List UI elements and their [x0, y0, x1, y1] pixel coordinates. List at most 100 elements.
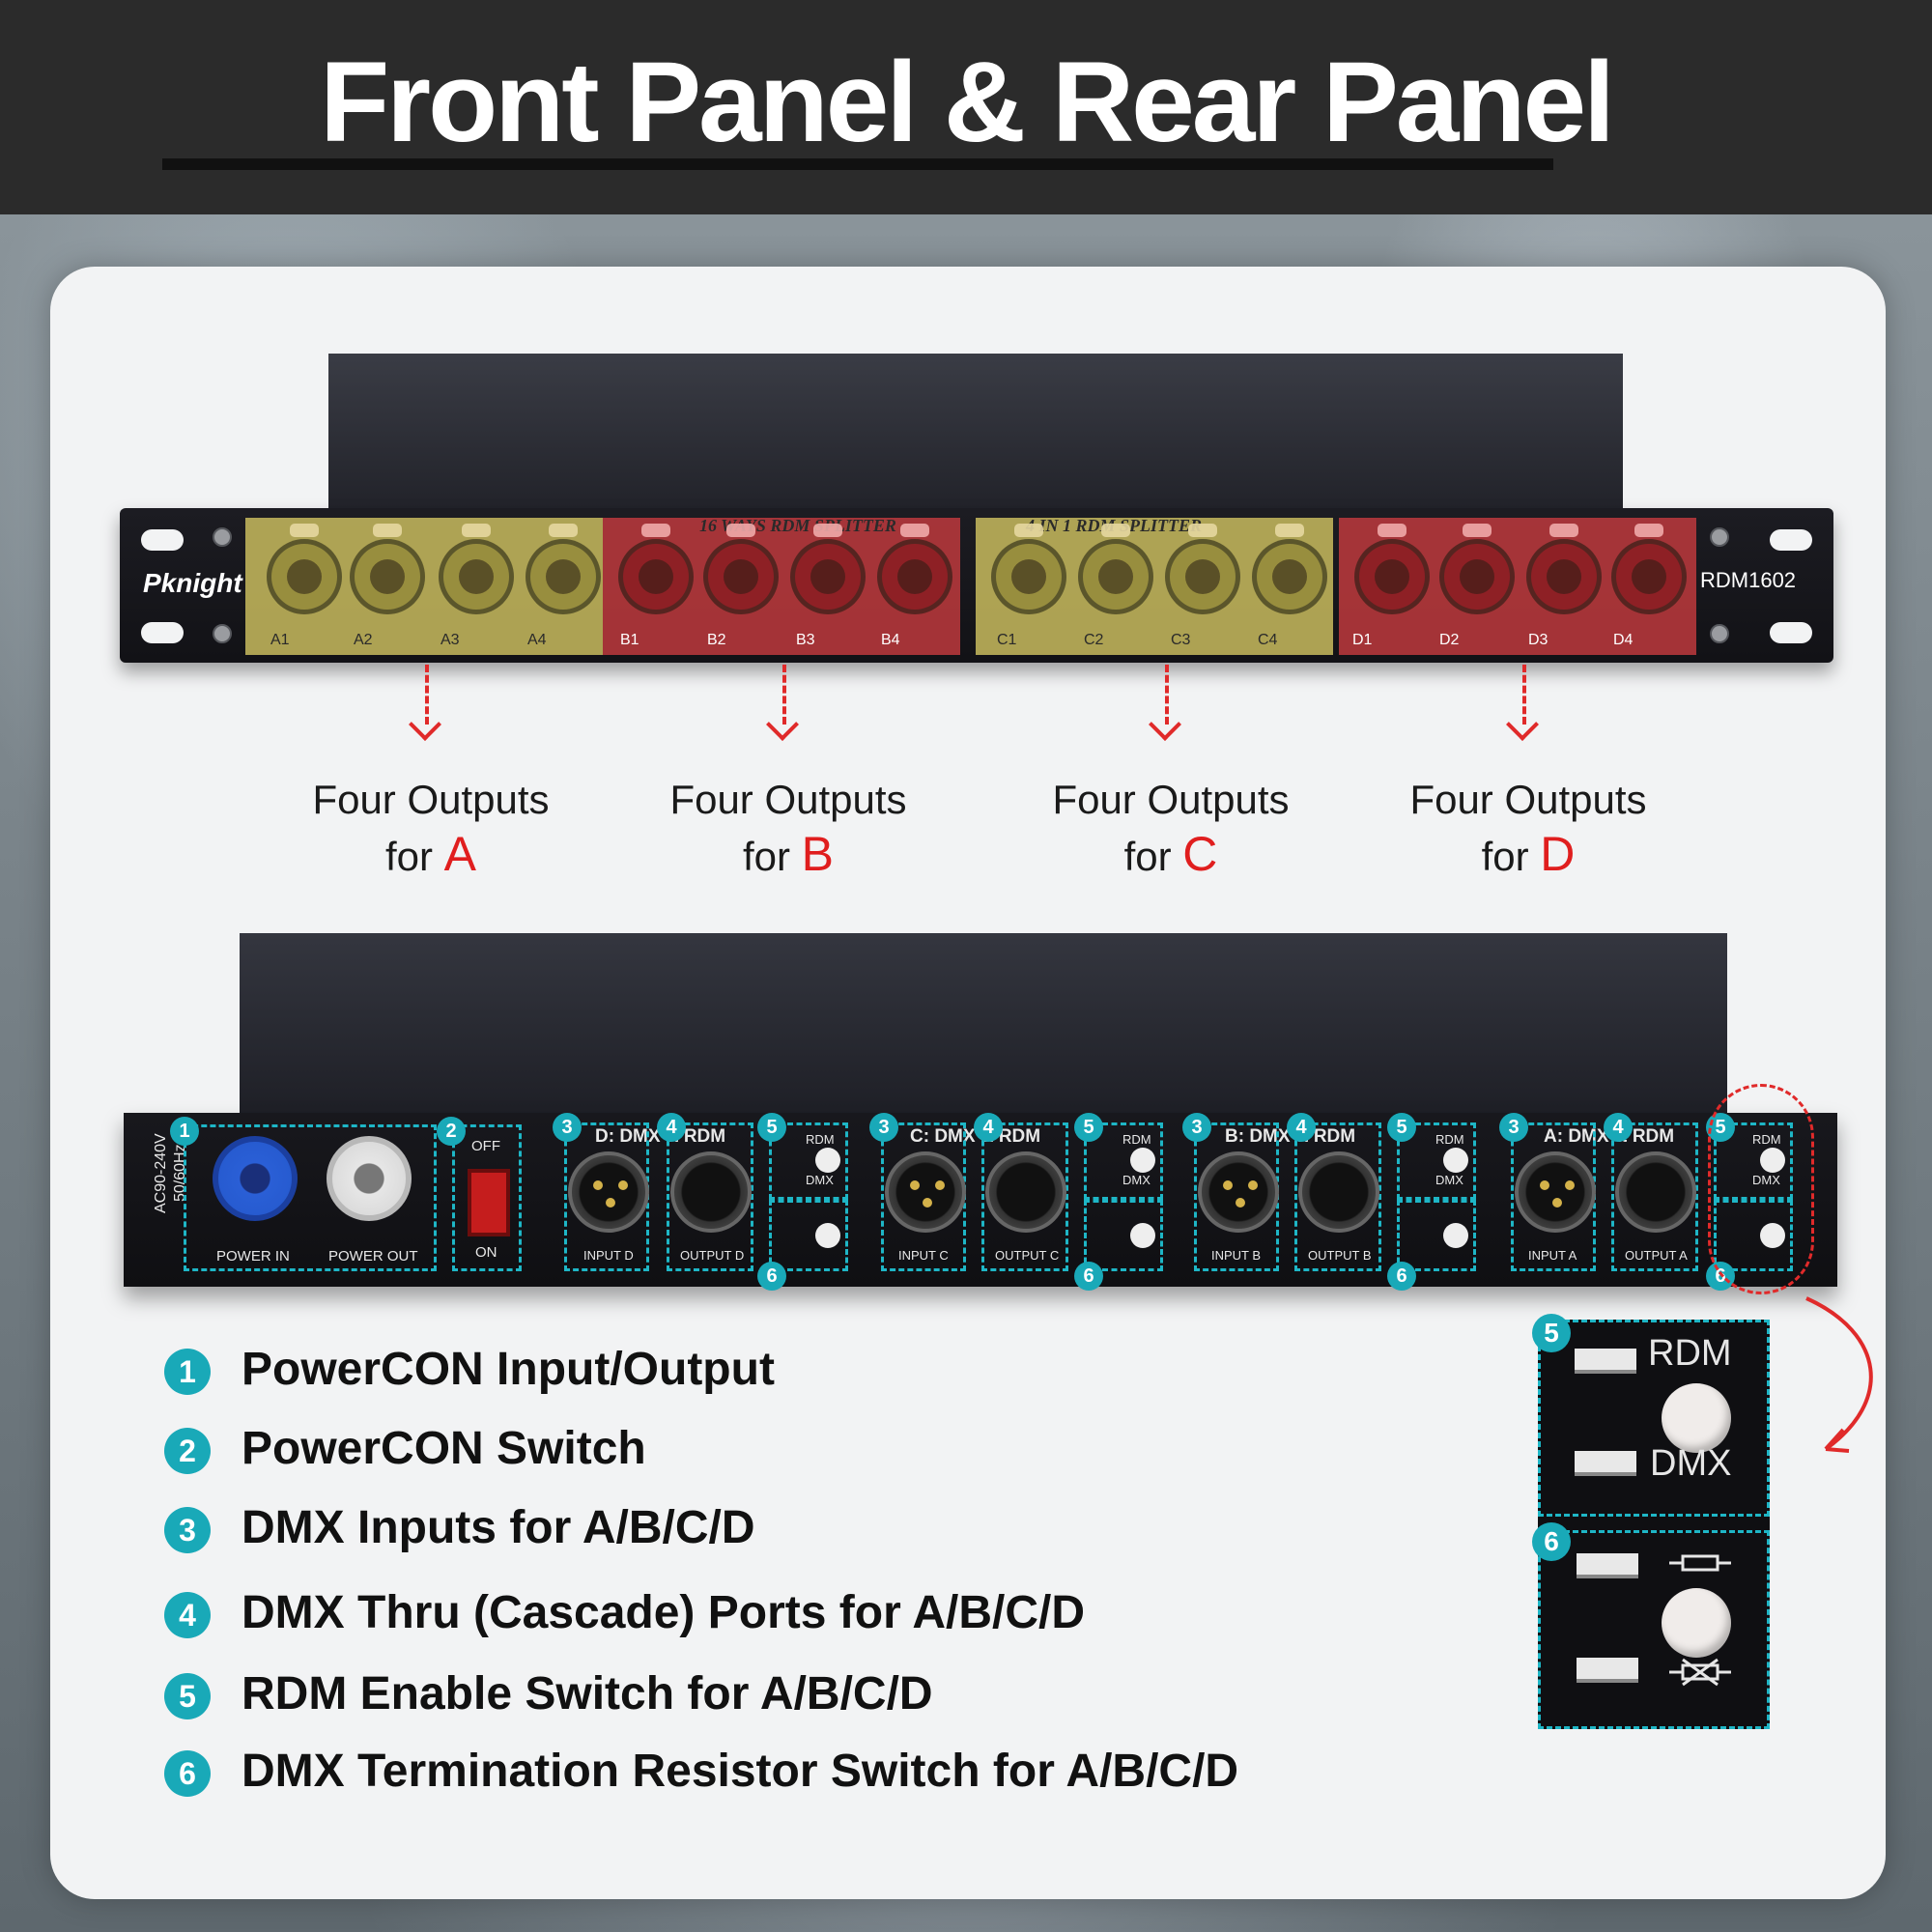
input-label: INPUT D [583, 1248, 634, 1263]
xlr-output-port[interactable] [1354, 539, 1430, 614]
legend-badge: 6 [164, 1750, 211, 1797]
rack-hole [141, 622, 184, 643]
port-label: B2 [707, 632, 726, 648]
output-caption-a: Four Outputs for A [312, 777, 550, 881]
output-label: OUTPUT B [1308, 1248, 1372, 1263]
powercon-output-connector[interactable] [327, 1136, 412, 1221]
xlr-output-port[interactable] [1439, 539, 1515, 614]
dmx-thru-c-port[interactable] [985, 1151, 1066, 1233]
screw-icon [1710, 624, 1729, 643]
screw-icon [213, 527, 232, 547]
termination-button[interactable] [815, 1223, 840, 1248]
switch-on-label: ON [475, 1244, 497, 1261]
zoom-term-off-led [1577, 1658, 1638, 1683]
callout-badge-3: 3 [869, 1113, 898, 1142]
callout-badge-2: 2 [437, 1117, 466, 1146]
rdm-enable-button[interactable] [815, 1148, 840, 1173]
dmx-input-c-port[interactable] [885, 1151, 966, 1233]
channel-title: C: DMX & RDM [910, 1126, 1041, 1147]
zoom-dmx-label: DMX [1650, 1443, 1732, 1484]
zoom-termination-button[interactable] [1662, 1588, 1731, 1658]
callout-badge-1: 1 [170, 1117, 199, 1146]
legend-badge: 4 [164, 1592, 211, 1638]
xlr-latch-icon [1634, 524, 1663, 537]
xlr-latch-icon [290, 524, 319, 537]
termination-callout-box [1397, 1200, 1476, 1271]
callout-badge-6: 6 [1387, 1262, 1416, 1291]
termination-button[interactable] [1443, 1223, 1468, 1248]
dmx-input-d-port[interactable] [568, 1151, 649, 1233]
port-label: D3 [1528, 632, 1548, 648]
page-title: Front Panel & Rear Panel [320, 39, 1615, 166]
callout-badge-3: 3 [1499, 1113, 1528, 1142]
powercon-input-connector[interactable] [213, 1136, 298, 1221]
front-panel-chassis-top [328, 354, 1623, 508]
powercon-callout-box [184, 1124, 437, 1271]
dmx-thru-a-port[interactable] [1615, 1151, 1696, 1233]
xlr-output-port[interactable] [991, 539, 1066, 614]
xlr-output-port[interactable] [526, 539, 601, 614]
termination-callout-box [1084, 1200, 1163, 1271]
rdm-enable-button[interactable] [1760, 1148, 1785, 1173]
port-label: C1 [997, 632, 1017, 648]
legend-text: DMX Termination Resistor Switch for A/B/… [242, 1746, 1239, 1797]
legend-text: PowerCON Switch [242, 1423, 646, 1474]
dmx-thru-d-port[interactable] [670, 1151, 752, 1233]
xlr-output-port[interactable] [439, 539, 514, 614]
rear-panel-unit: AC90-240V 50/60Hz 1 POWER IN POWER OUT 2… [124, 933, 1837, 1291]
xlr-output-port[interactable] [1611, 539, 1687, 614]
zoom-rdm-enable-button[interactable] [1662, 1383, 1731, 1453]
xlr-output-port[interactable] [1252, 539, 1327, 614]
dmx-input-a-port[interactable] [1515, 1151, 1596, 1233]
curve-arrow-icon [1805, 1296, 1873, 1453]
port-label: B3 [796, 632, 815, 648]
legend-badge: 2 [164, 1428, 211, 1474]
xlr-output-port[interactable] [1165, 539, 1240, 614]
output-label: OUTPUT D [680, 1248, 745, 1263]
callout-badge-5: 5 [757, 1113, 786, 1142]
xlr-output-port[interactable] [1078, 539, 1153, 614]
callout-badge-6: 6 [1074, 1262, 1103, 1291]
legend-text: DMX Thru (Cascade) Ports for A/B/C/D [242, 1587, 1085, 1638]
zoom-termination-box [1538, 1530, 1770, 1729]
output-label: OUTPUT A [1625, 1248, 1688, 1263]
dmx-input-b-port[interactable] [1198, 1151, 1279, 1233]
callout-badge-3: 3 [1182, 1113, 1211, 1142]
zoom-dmx-led [1575, 1451, 1636, 1476]
xlr-output-port[interactable] [1526, 539, 1602, 614]
rdm-enable-button[interactable] [1443, 1148, 1468, 1173]
rdm-switch-callout-box [1084, 1122, 1163, 1200]
xlr-output-port[interactable] [267, 539, 342, 614]
termination-button[interactable] [1130, 1223, 1155, 1248]
xlr-output-port[interactable] [790, 539, 866, 614]
rdm-enable-button[interactable] [1130, 1148, 1155, 1173]
port-label: A3 [440, 632, 460, 648]
dmx-label: DMX [806, 1173, 834, 1187]
callout-badge-5: 5 [1074, 1113, 1103, 1142]
xlr-output-port[interactable] [877, 539, 952, 614]
xlr-output-port[interactable] [618, 539, 694, 614]
power-rocker-switch[interactable] [468, 1169, 510, 1236]
port-label: C3 [1171, 632, 1191, 648]
termination-callout-box [769, 1200, 848, 1271]
legend-text: RDM Enable Switch for A/B/C/D [242, 1668, 933, 1719]
xlr-latch-icon [1101, 524, 1130, 537]
screw-icon [1710, 527, 1729, 547]
callout-badge-4: 4 [1287, 1113, 1316, 1142]
legend-badge: 1 [164, 1349, 211, 1395]
dmx-thru-b-port[interactable] [1298, 1151, 1379, 1233]
port-label: A1 [270, 632, 290, 648]
xlr-output-port[interactable] [703, 539, 779, 614]
down-arrow-icon [1148, 665, 1186, 742]
legend-text: PowerCON Input/Output [242, 1344, 775, 1395]
port-label: D4 [1613, 632, 1634, 648]
port-label: D1 [1352, 632, 1373, 648]
input-label: INPUT C [898, 1248, 949, 1263]
output-group-d: D1 D2 D3 D4 [1339, 518, 1696, 655]
port-label: C2 [1084, 632, 1104, 648]
resistor-disabled-icon [1669, 1658, 1731, 1687]
dmx-label: DMX [1435, 1173, 1463, 1187]
xlr-output-port[interactable] [350, 539, 425, 614]
down-arrow-icon [765, 665, 804, 742]
rdm-switch-callout-box [769, 1122, 848, 1200]
